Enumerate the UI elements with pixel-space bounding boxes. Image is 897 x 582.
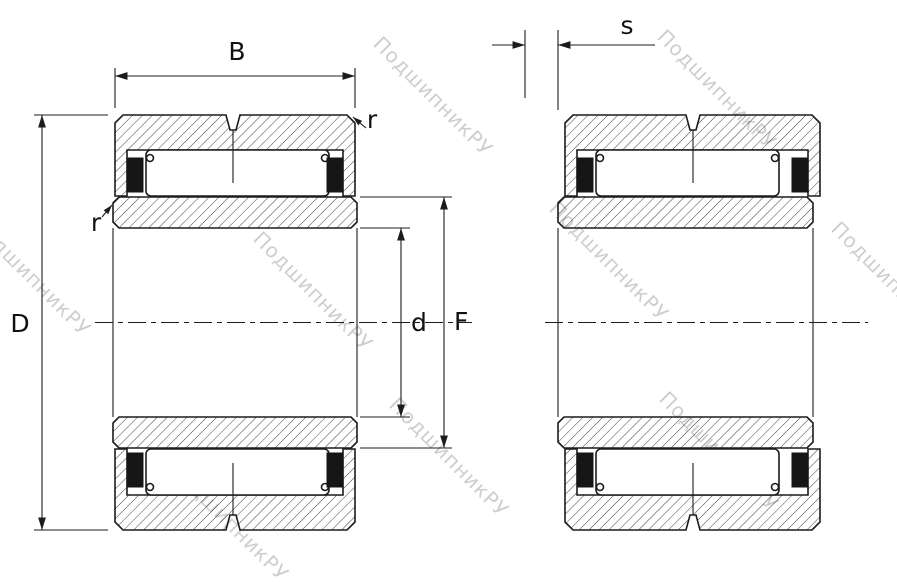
roller-end-circle [770, 153, 780, 163]
leader-line [101, 204, 113, 218]
dim-label-d: d [411, 308, 427, 337]
dim-label-B: B [228, 37, 245, 66]
dim-label-F: F [454, 307, 468, 336]
left-view [95, 114, 472, 531]
roller-end-circle [145, 482, 155, 492]
seal-block [791, 452, 809, 488]
needle-roller-top [145, 149, 330, 197]
needle-roller-bottom [595, 448, 780, 496]
seal-block [326, 157, 344, 193]
watermark-text: ПодшипникРУ [826, 217, 897, 346]
leader-line [352, 116, 367, 129]
roller-end-circle [595, 153, 605, 163]
dim-label-r: r [91, 208, 102, 237]
radius-label-top: r [352, 105, 378, 134]
dim-label-r: r [367, 105, 378, 134]
inner-ring-bottom-section [112, 416, 358, 449]
dimension-F: F [360, 196, 468, 449]
watermark-text: ПодшипникРУ [368, 32, 497, 161]
dimension-d: d [360, 227, 427, 418]
dim-label-D: D [10, 309, 29, 338]
inner-ring-bottom-section [557, 416, 814, 449]
radius-label-left: r [91, 204, 113, 237]
seal-block [791, 157, 809, 193]
inner-ring-top-section [557, 196, 814, 229]
seal-block [576, 452, 594, 488]
roller-end-circle [595, 482, 605, 492]
needle-roller-bottom [145, 448, 330, 496]
roller-end-circle [770, 482, 780, 492]
dimension-D: D [10, 114, 108, 531]
dimension-B: B [114, 37, 356, 108]
seal-block [576, 157, 594, 193]
dimension-s: s [492, 11, 655, 110]
needle-roller-top [595, 149, 780, 197]
seal-block [326, 452, 344, 488]
watermark-text: ПодшипникРУ [384, 393, 513, 522]
watermark-text: ПодшипникРУ [248, 227, 377, 356]
dim-label-s: s [620, 11, 633, 40]
seal-block [126, 157, 144, 193]
seal-block [126, 452, 144, 488]
right-view [545, 114, 868, 531]
inner-ring-top-section [112, 196, 358, 229]
roller-end-circle [145, 153, 155, 163]
